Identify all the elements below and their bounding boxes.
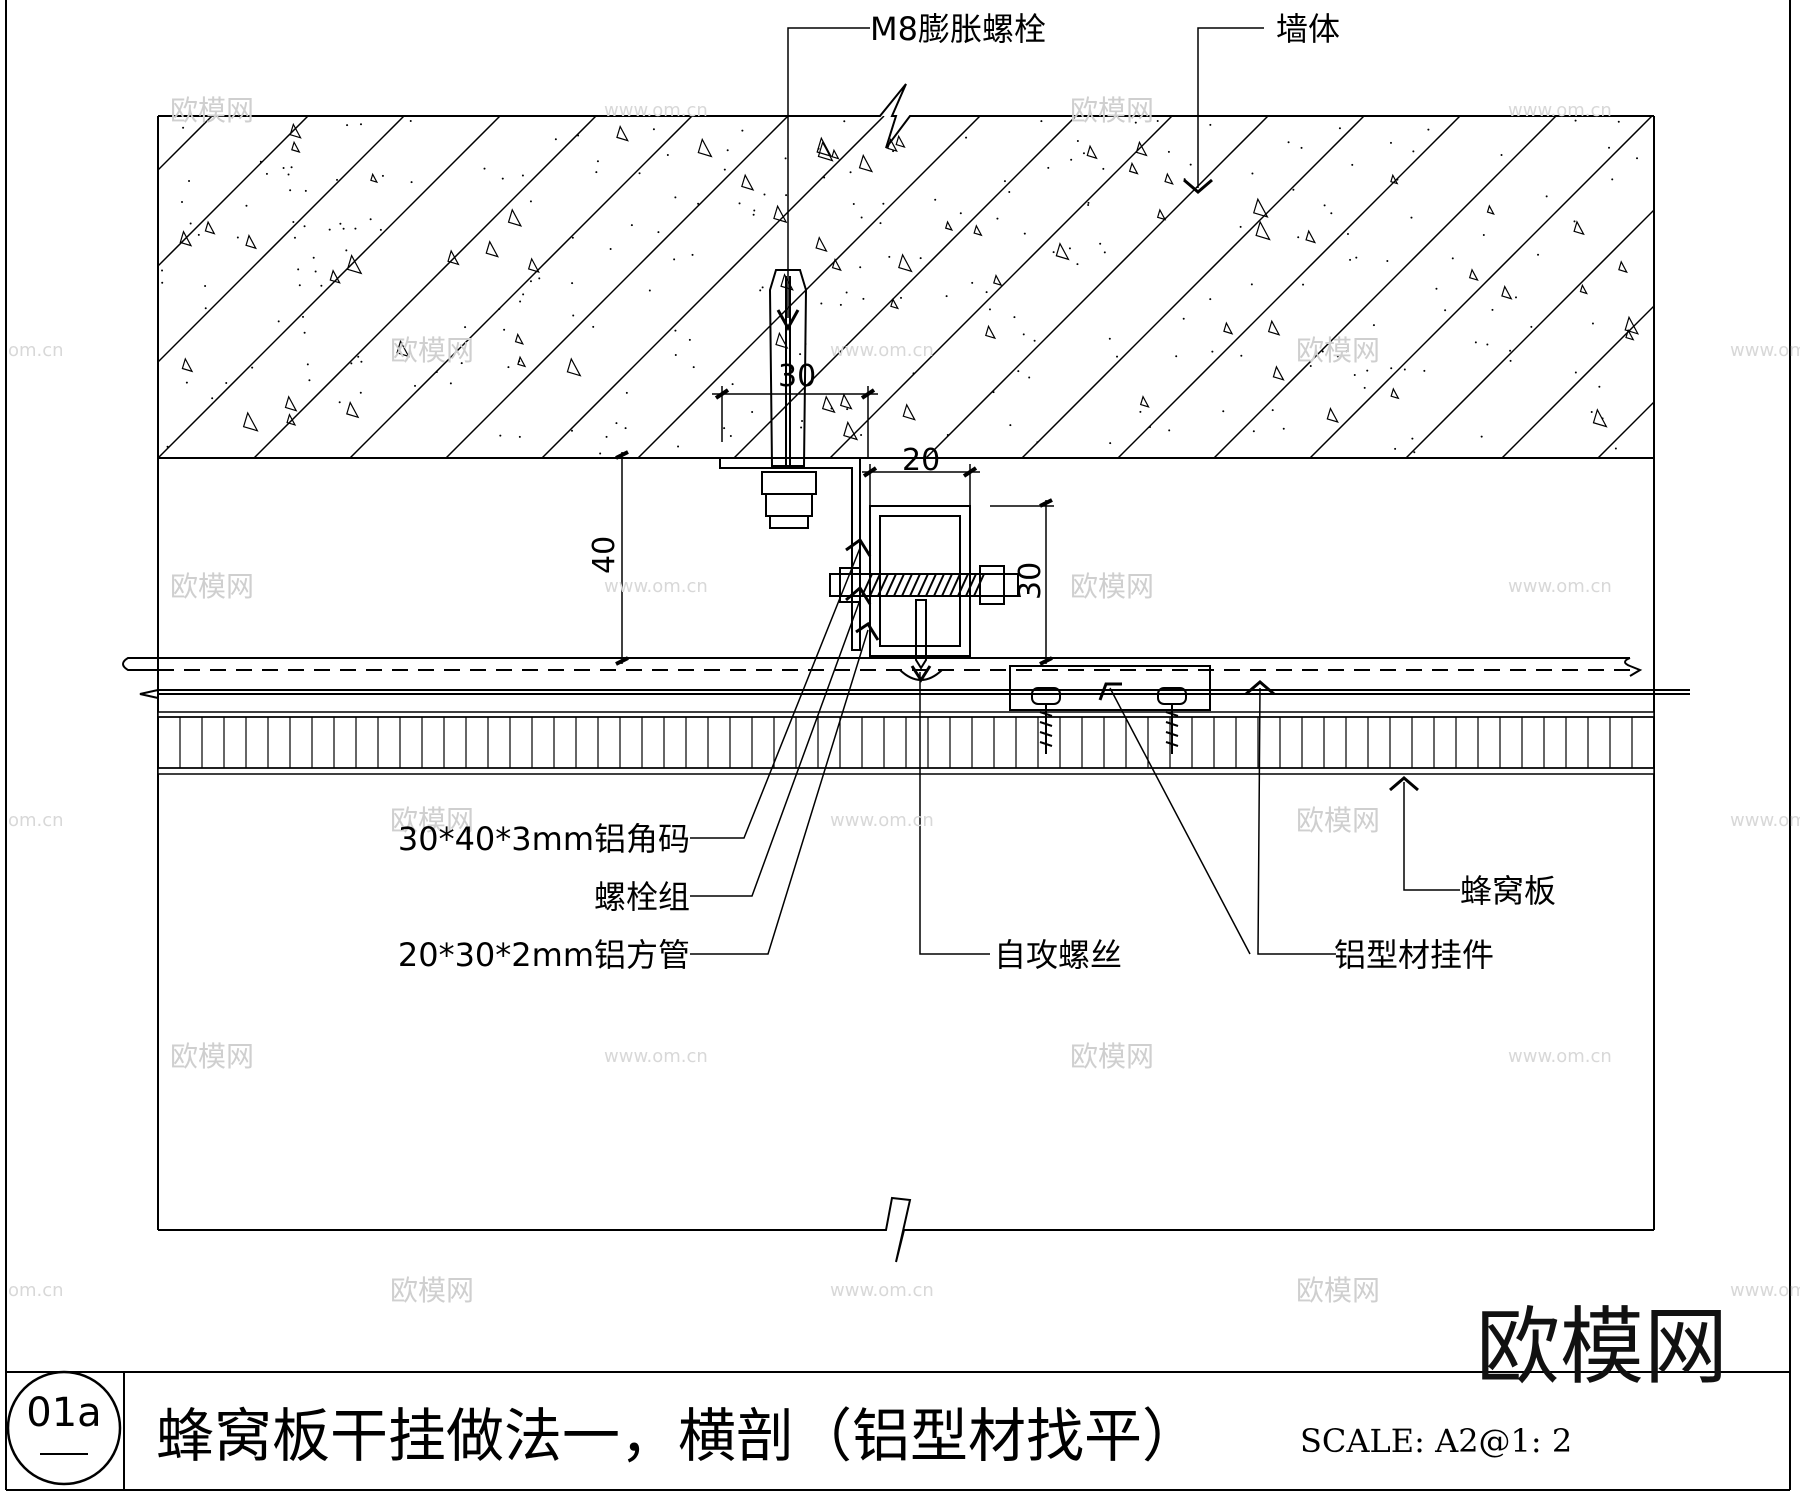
watermark-brand: 欧模网 (1296, 334, 1380, 367)
watermark-url: www.om.cn (1730, 1280, 1800, 1301)
watermark-brand: 欧模网 (390, 804, 474, 837)
label-honeycomb-panel: 蜂窝板 (1460, 872, 1556, 910)
watermark-url: www.om.cn (1730, 340, 1800, 361)
watermark-brand: 欧模网 (390, 334, 474, 367)
dimension-texts: 30 20 40 30 (587, 359, 1048, 600)
watermark-brand: 欧模网 (1070, 570, 1154, 603)
watermark-brand: 欧模网 (1296, 1274, 1380, 1307)
watermark-brand: 欧模网 (170, 94, 254, 127)
dim-30-top: 30 (778, 359, 816, 394)
watermark-url: om.cn (8, 1280, 64, 1301)
label-self-tapping-screw: 自攻螺丝 (994, 936, 1122, 974)
watermark-url: om.cn (8, 340, 64, 361)
title-block: 01a 蜂窝板干挂做法一，横剖（铝型材找平） SCALE: A2@1: 2 欧模… (6, 1298, 1728, 1486)
watermark-url: www.om.cn (604, 576, 708, 597)
panel-lower-edge (158, 1196, 1654, 1263)
dim-40: 40 (587, 536, 622, 574)
dimension-lines (615, 386, 1054, 666)
watermark-brand: 欧模网 (1070, 1040, 1154, 1073)
watermark-brand: 欧模网 (170, 570, 254, 603)
watermark-url: om.cn (8, 810, 64, 831)
label-aluminum-hanger: 铝型材挂件 (1334, 936, 1494, 974)
hanger-screw-right (1157, 687, 1187, 754)
label-bolt-group: 螺栓组 (594, 878, 690, 916)
bolt-group (829, 565, 1019, 605)
watermark-brand: 欧模网 (170, 1040, 254, 1073)
dim-30-side: 30 (1013, 562, 1048, 600)
watermark-url: www.om.cn (830, 810, 934, 831)
label-anchor-bolt: M8膨胀螺栓 (870, 10, 1046, 48)
aluminum-square-tube (869, 505, 971, 657)
aluminum-leveling-profile (122, 657, 1690, 699)
honeycomb-panel (157, 711, 1655, 775)
aluminum-hanger (1009, 665, 1211, 754)
watermark-brand: 欧模网 (390, 1274, 474, 1307)
leader-lines (690, 27, 1460, 955)
label-square-tube: 20*30*2mm铝方管 (398, 936, 690, 974)
drawing-number: 01a (26, 1390, 101, 1436)
sheet-frame (5, 0, 1791, 1491)
drawing-number-circle (6, 1370, 122, 1486)
watermark-url: www.om.cn (604, 1046, 708, 1067)
concrete-wall (157, 83, 1655, 1230)
watermark-url: www.om.cn (830, 340, 934, 361)
callout-labels: M8膨胀螺栓 墙体 30*40*3mm铝角码 螺栓组 20*30*2mm铝方管 … (398, 10, 1556, 974)
watermark-url: www.om.cn (1508, 576, 1612, 597)
dim-20: 20 (902, 443, 940, 478)
watermark-url: www.om.cn (1508, 1046, 1612, 1067)
anchor-bolt-assembly (719, 269, 861, 651)
self-tapping-screw-tube (899, 599, 943, 683)
label-angle-bracket: 30*40*3mm铝角码 (398, 820, 690, 858)
label-wall: 墙体 (1276, 10, 1340, 48)
watermark-url: www.om.cn (830, 1280, 934, 1301)
watermark-brand: 欧模网 (1070, 94, 1154, 127)
brand-logo: 欧模网 (1476, 1298, 1728, 1396)
watermark-brand: 欧模网 (1296, 804, 1380, 837)
drawing-title: 蜂窝板干挂做法一，横剖（铝型材找平） (156, 1402, 1200, 1470)
watermark-url: www.om.cn (604, 100, 708, 121)
drawing-scale: SCALE: A2@1: 2 (1300, 1422, 1572, 1460)
watermark-url: www.om.cn (1730, 810, 1800, 831)
watermark-url: www.om.cn (1508, 100, 1612, 121)
hanger-screw-left (1031, 687, 1061, 754)
